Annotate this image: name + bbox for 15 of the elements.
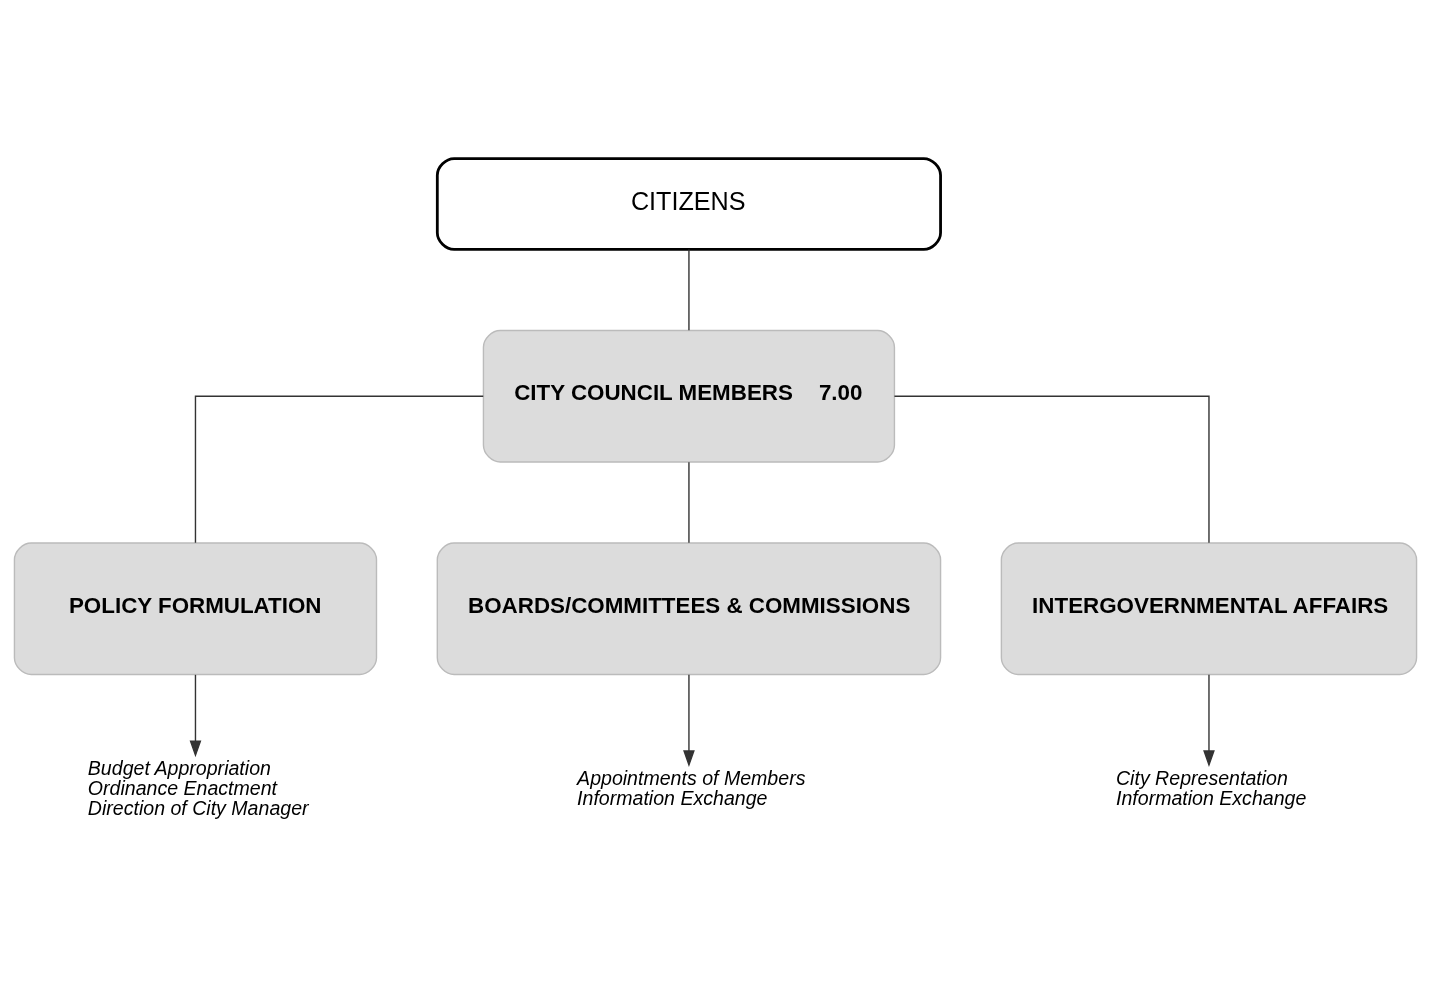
arrow [1203, 673, 1215, 767]
node-text: City Representation Information Exchange [1116, 766, 1307, 809]
node-box: CITIZENS [435, 156, 942, 251]
node-box: BOARDS/COMMITTEES & COMMISSIONS [436, 541, 942, 675]
arrow [683, 673, 695, 767]
connector [194, 395, 484, 543]
node-text: Budget Appropriation Ordinance Enactment Direction of City Manager [87, 756, 309, 818]
connector [688, 461, 690, 543]
node-box: INTERGOVERNMENTAL AFFAIRS [1000, 541, 1418, 675]
connector [893, 395, 1210, 543]
arrow [189, 673, 202, 757]
node-text: Appointments of Members Information Exchange [577, 766, 806, 809]
connector [688, 248, 690, 331]
node-box: CITY COUNCIL MEMBERS 7.00 [482, 329, 896, 463]
node-box: POLICY FORMULATION [13, 541, 378, 675]
